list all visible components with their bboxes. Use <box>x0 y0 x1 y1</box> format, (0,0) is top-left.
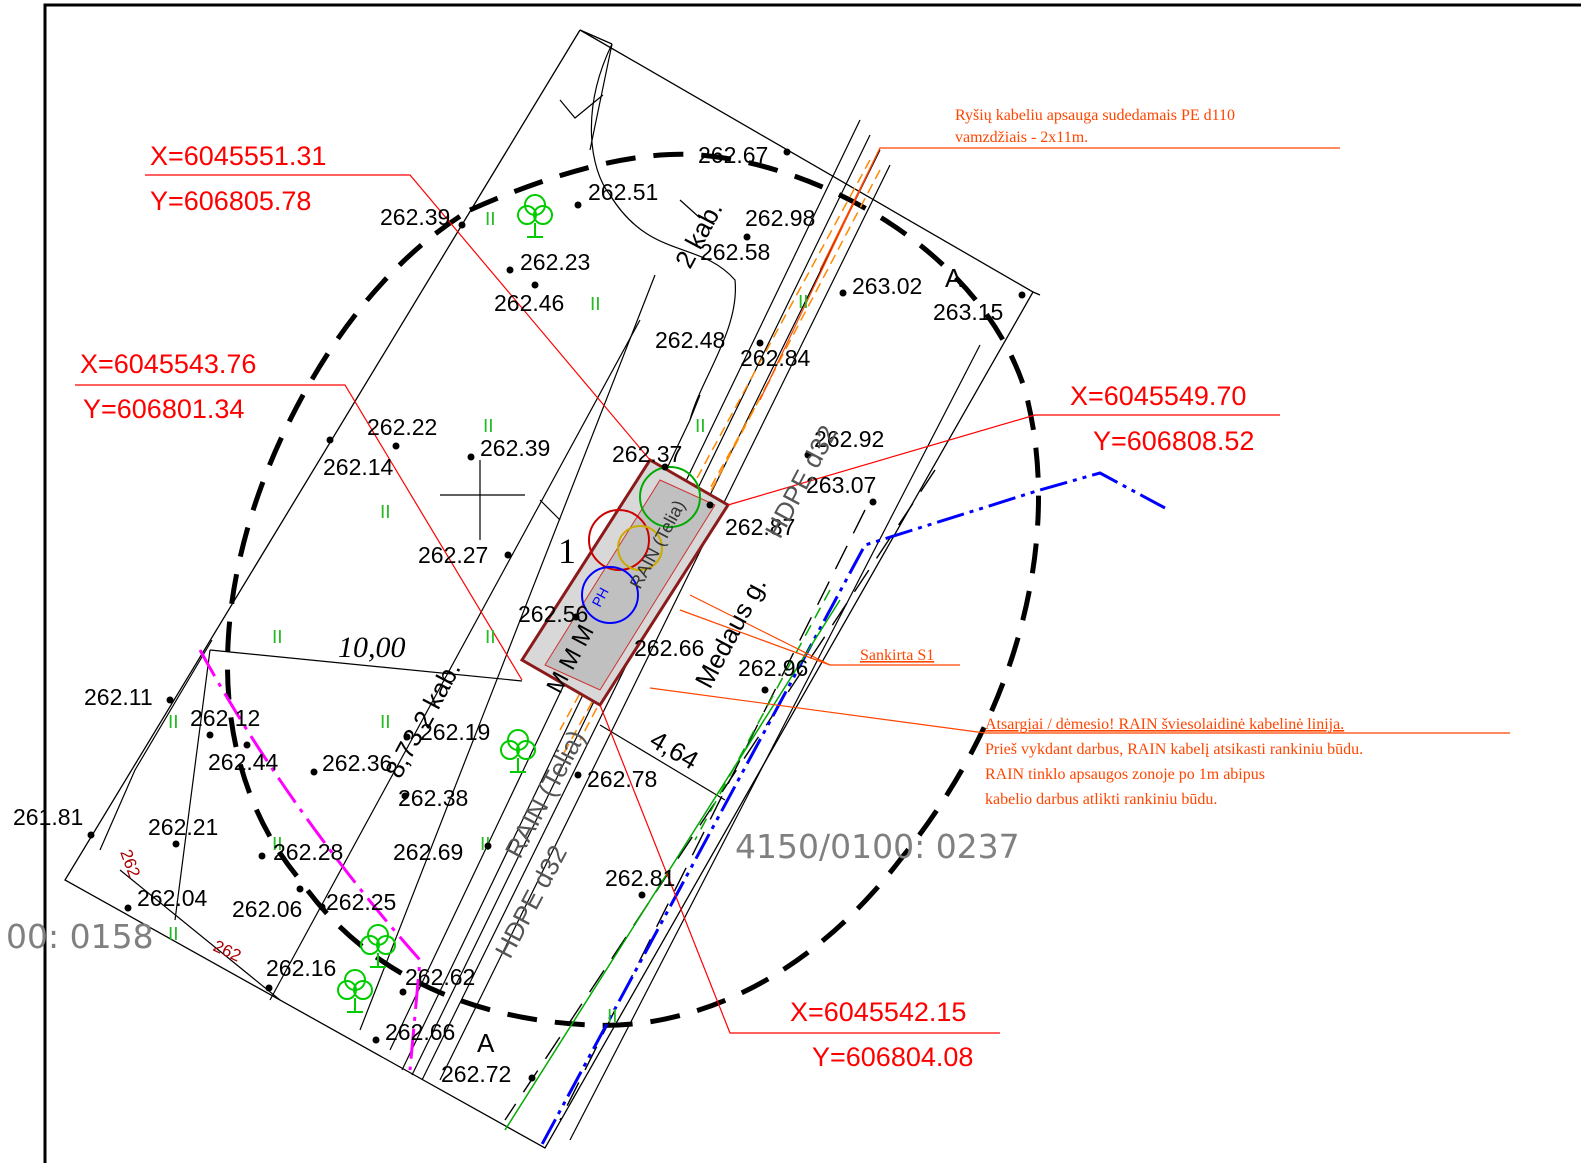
grass-mark: II <box>168 712 179 733</box>
elevation-label: 262.96 <box>738 655 808 681</box>
elevation-label: 262.51 <box>588 179 658 205</box>
grass-mark: II <box>485 209 496 230</box>
elevation-label: 262.21 <box>148 814 218 840</box>
crossing-note: Sankirta S1 <box>860 647 934 664</box>
parcel-number-right: 4150/0100: 0237 <box>735 827 1020 866</box>
parcel-boundary <box>64 29 1041 1149</box>
elevation-label: 262.11 <box>84 684 153 710</box>
elevation-label: 262.84 <box>740 345 811 371</box>
contour-label: 262 <box>210 936 244 965</box>
grass-mark: II <box>380 712 391 733</box>
grass-mark: II <box>798 292 809 313</box>
elevation-label: 262.98 <box>745 205 815 231</box>
elevation-label: 263.07 <box>806 472 876 498</box>
cable-protection-note-line1: Ryšių kabeliu apsauga sudedamais PE d110 <box>955 107 1235 124</box>
coord-x: X=6045549.70 <box>1070 381 1246 411</box>
elevation-label: 262.06 <box>232 896 302 922</box>
green-cable-line-2 <box>694 589 831 841</box>
elevation-label: 262.39 <box>380 204 450 230</box>
elevation-label: 262.66 <box>634 635 704 661</box>
contour-label: 262 <box>116 847 144 880</box>
elevation-label: 263.02 <box>852 273 922 299</box>
elevation-label: 262.56 <box>518 601 588 627</box>
elevation-label: 262.67 <box>698 142 768 168</box>
elevation-label: 262.19 <box>420 719 490 745</box>
coordinate-labels: X=6045551.31 Y=606805.78 X=6045543.76 Y=… <box>80 141 1254 1072</box>
elevation-label: 262.25 <box>326 889 396 915</box>
magenta-line <box>198 649 422 1071</box>
pit-number: 1 <box>558 531 576 571</box>
elevation-label: 262.62 <box>405 964 475 990</box>
elevation-label: 262.46 <box>494 290 564 316</box>
elevation-label: 262.37 <box>612 441 682 467</box>
elevation-label: 262.39 <box>480 435 550 461</box>
elevation-label: 262.69 <box>393 839 463 865</box>
green-cable-line <box>504 599 841 1131</box>
coord-y: Y=606808.52 <box>1093 426 1254 456</box>
tree-symbols <box>337 194 553 1013</box>
elevation-label: 262.81 <box>605 865 675 891</box>
coord-y: Y=606805.78 <box>150 186 311 216</box>
protection-zone-ellipse <box>225 151 1041 1028</box>
elevation-label: 262.38 <box>398 785 468 811</box>
elevation-label: 262.12 <box>190 705 260 731</box>
elevation-label: 262.16 <box>266 955 336 981</box>
elevation-label: 262.27 <box>418 542 488 568</box>
elevation-label: 263.15 <box>933 299 1003 325</box>
grass-mark: II <box>607 1006 618 1027</box>
elevation-label: 262.78 <box>587 766 657 792</box>
coord-x: X=6045543.76 <box>80 349 256 379</box>
coord-y: Y=606804.08 <box>812 1042 973 1072</box>
elevation-label: 262.14 <box>323 454 394 480</box>
section-a-top: A <box>945 263 963 293</box>
elevation-label: 262.28 <box>273 839 343 865</box>
warning-note-line3: RAIN tinklo apsaugos zonoje po 1m abipus <box>985 766 1265 783</box>
warning-note-line2: Prieš vykdant darbus, RAIN kabelį atsika… <box>985 741 1363 758</box>
coord-underlines <box>75 174 1280 1034</box>
elevation-label: 262.04 <box>137 885 208 911</box>
elevation-label: 262.36 <box>322 750 392 776</box>
warning-note-line1: Atsargiai / dėmesio! RAIN šviesolaidinė … <box>985 716 1344 733</box>
coord-x: X=6045551.31 <box>150 141 326 171</box>
survey-points <box>87 148 1026 1082</box>
elevation-label: 262.23 <box>520 249 590 275</box>
warning-note-line4: kabelio darbus atlikti rankiniu būdu. <box>985 791 1217 808</box>
cable-protection-note-line2: vamzdžiais - 2x11m. <box>955 129 1088 146</box>
elevation-label: 262.22 <box>367 414 437 440</box>
grass-mark: II <box>272 834 283 855</box>
parcel-number-left: 00: 0158 <box>6 917 154 956</box>
elevation-labels: 262.67 262.51 262.39 262.98 262.23 262.5… <box>13 142 1003 1087</box>
note-leaders <box>649 147 1510 734</box>
coord-x: X=6045542.15 <box>790 997 966 1027</box>
elevation-label: 262.48 <box>655 327 725 353</box>
elevation-label: 262.58 <box>700 239 770 265</box>
annotation-notes: Ryšių kabeliu apsauga sudedamais PE d110… <box>860 107 1363 808</box>
elevation-label: 262.66 <box>385 1019 455 1045</box>
elevation-label: 262.87 <box>725 514 795 540</box>
grass-mark: II <box>380 502 391 523</box>
dimension-10: 10,00 <box>338 631 406 664</box>
grass-mark: II <box>272 627 283 648</box>
coord-y: Y=606801.34 <box>83 394 244 424</box>
elevation-label: 262.72 <box>441 1061 511 1087</box>
drawing-frame <box>43 3 1581 1163</box>
elevation-label: 261.81 <box>13 804 83 830</box>
grass-mark: II <box>483 416 494 437</box>
grass-mark: II <box>695 416 706 437</box>
grass-mark: II <box>168 924 179 945</box>
elevation-label: 262.44 <box>208 749 279 775</box>
rain-cable-line <box>538 471 1166 1149</box>
grass-mark: II <box>485 627 496 648</box>
grass-mark: II <box>590 294 601 315</box>
elevation-label: 262.92 <box>814 426 884 452</box>
section-a-bottom: A <box>477 1028 495 1058</box>
